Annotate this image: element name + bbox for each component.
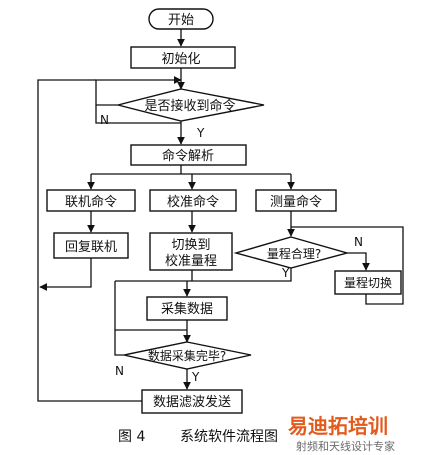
init-node: 初始化 [130,46,236,69]
arrow-range-n [347,252,370,271]
label-n-receive: N [100,113,109,127]
loop-receive-n [95,76,182,106]
switch-calibrate-node: 切换到 校准量程 [149,232,233,271]
collect-node: 采集数据 [146,296,228,321]
reply-link-label: 回复联机 [65,240,117,255]
arrow-range-y [115,268,292,282]
decision-receive-node: 是否接收到命令 [117,88,265,122]
cmd-link-node: 联机命令 [46,189,136,212]
range-switch-label: 量程切换 [344,275,392,290]
filter-send-label: 数据滤波发送 [153,394,231,410]
watermark-tagline: 射频和天线设计专家 [296,439,395,453]
reply-link-node: 回复联机 [53,232,129,259]
cmd-calibrate-label: 校准命令 [167,194,219,210]
decision-receive-label: 是否接收到命令 [144,98,235,114]
caption-figure-no: 图 4 [118,429,145,445]
decision-range-label: 量程合理? [267,246,321,261]
label-y-range: Y [281,266,290,280]
cmd-calibrate-node: 校准命令 [149,189,237,212]
start-label: 开始 [168,13,194,28]
label-y-collect: Y [191,370,200,384]
connectors [37,29,404,402]
cmd-link-label: 联机命令 [65,194,117,210]
cmd-measure-label: 测量命令 [270,194,322,210]
init-label: 初始化 [161,52,200,67]
loop-collect-n [114,329,187,356]
loop-range-switch [291,226,404,305]
decision-range-node: 量程合理? [233,236,350,269]
cmd-measure-node: 测量命令 [255,189,337,212]
parse-label: 命令解析 [162,148,214,164]
caption-title: 系统软件流程图 [180,429,278,445]
decision-collect-node: 数据采集完毕? [123,341,252,370]
arrow-receive-y [95,105,181,124]
arrow-reply-loop [39,258,92,291]
collect-label: 采集数据 [161,301,213,317]
start-node: 开始 [148,8,214,30]
outer-loop [37,79,142,402]
label-n-range: N [354,235,363,249]
watermark-brand: 易迪拓培训 [288,414,388,438]
filter-send-node: 数据滤波发送 [141,389,243,414]
parse-node: 命令解析 [130,144,247,166]
range-switch-node: 量程切换 [334,270,402,295]
switch-calibrate-line1: 切换到 [171,238,210,253]
label-y-receive: Y [196,126,205,140]
decision-collect-label: 数据采集完毕? [148,348,226,363]
switch-calibrate-line2: 校准量程 [165,253,217,269]
label-n-collect: N [115,364,124,378]
